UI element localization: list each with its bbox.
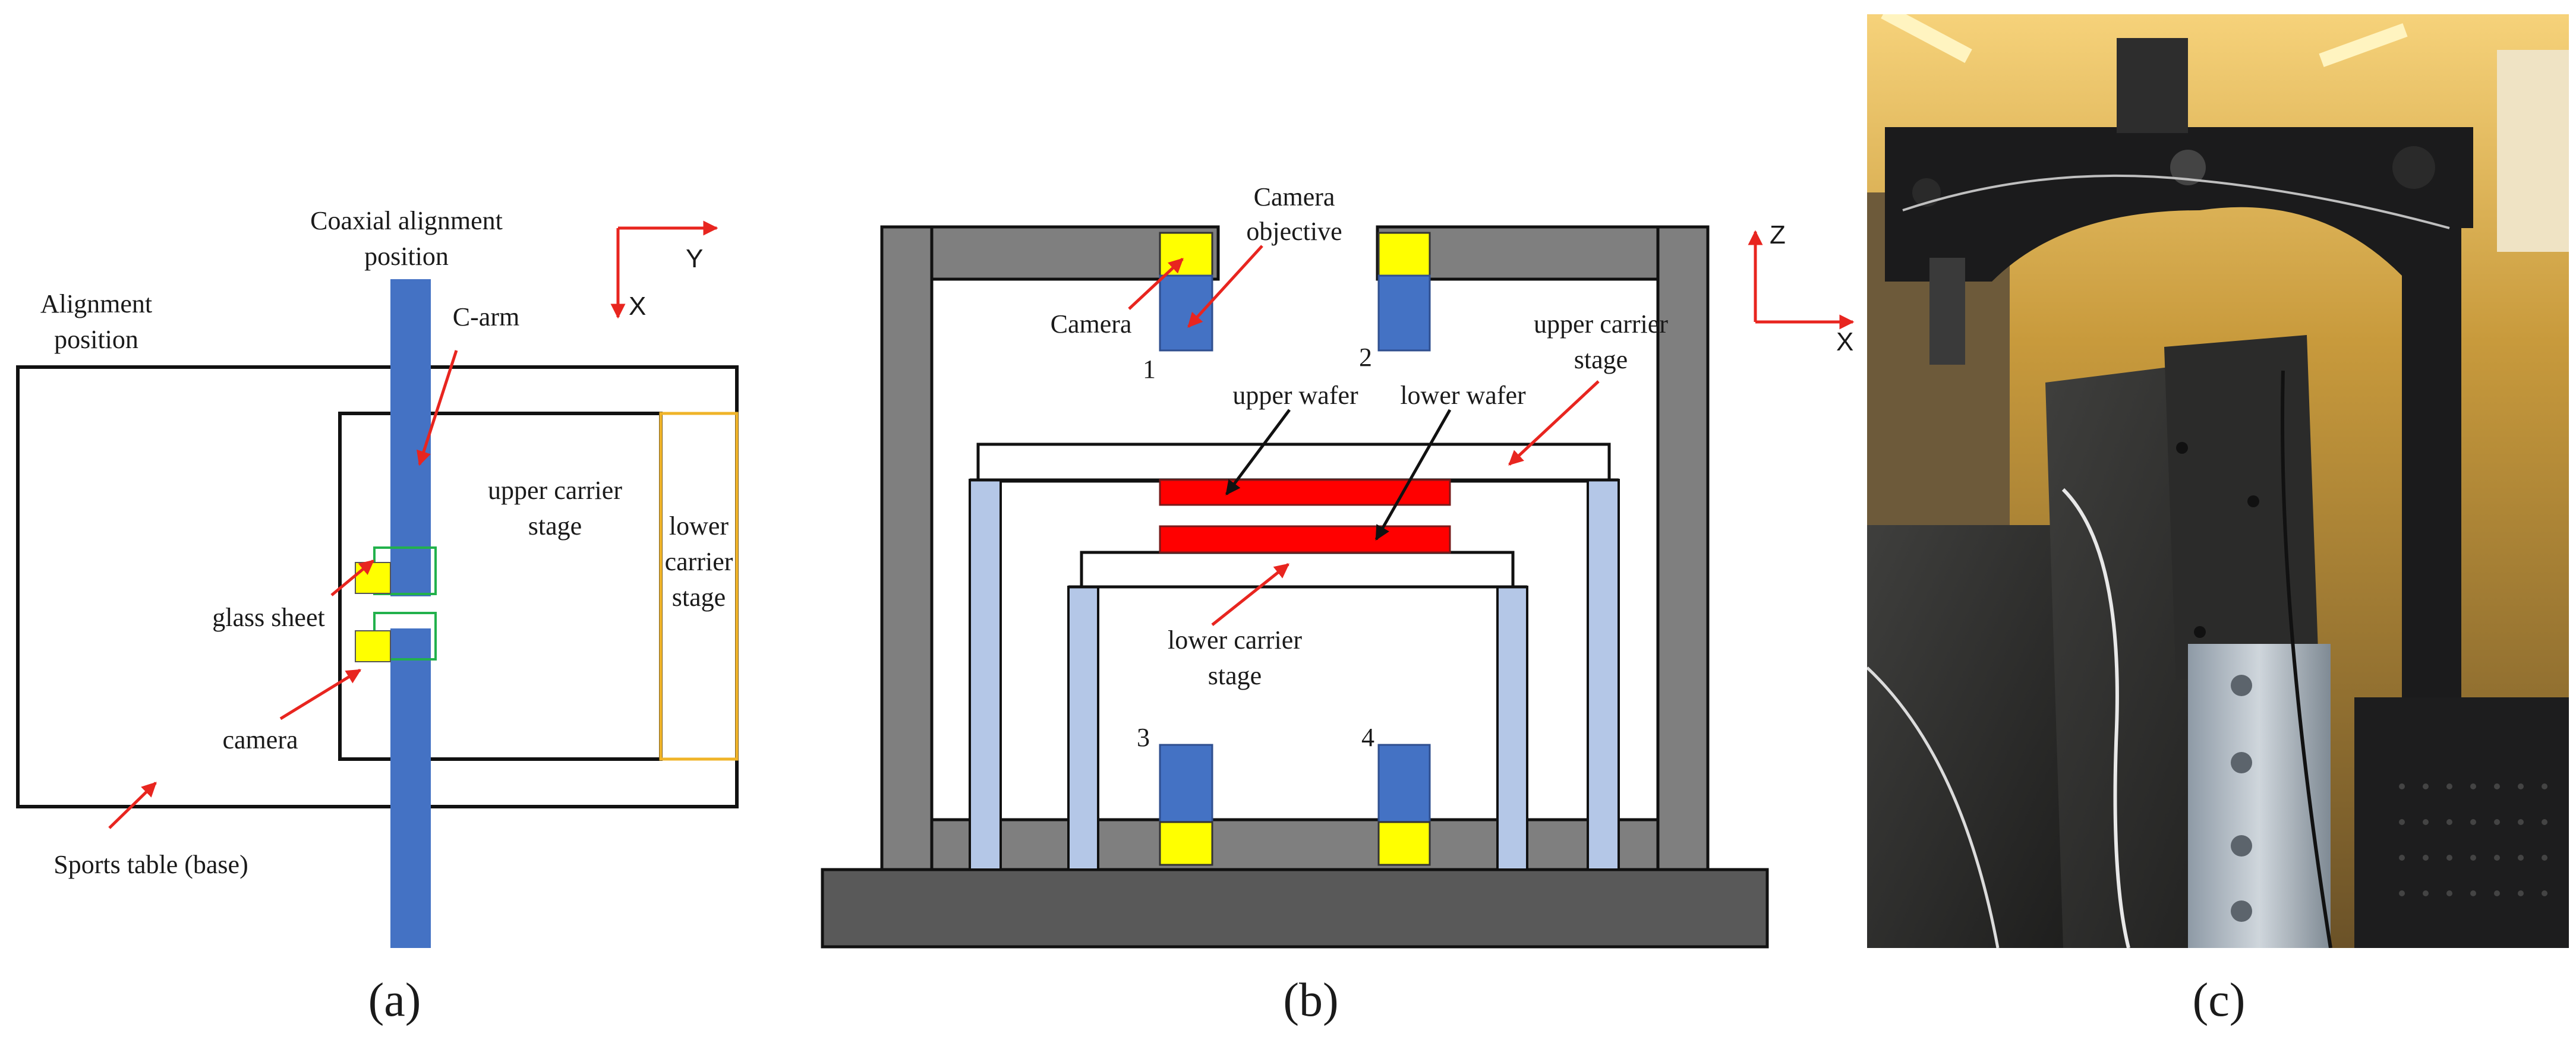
bolt-3 [2231,835,2252,857]
frame-port-1 [2170,150,2206,185]
mount-hole-1 [2176,442,2188,454]
frame-bottom-beam [930,818,1660,871]
caption-b: (b) [1283,974,1338,1026]
optics-mount [2117,38,2188,133]
breadboard-holes [2399,783,2547,896]
arrow-glass-sheet [330,560,374,596]
frame-right-column [1656,225,1710,871]
lower-wafer [1159,525,1451,554]
camera-3-lens [1159,821,1213,866]
lower-carrier-top-plate [1080,551,1515,589]
axis-x-label: X [629,292,646,321]
steel-bracket [2188,644,2331,948]
label-lower-stage-1: lower carrier [1168,625,1302,655]
label-lower-wafer: lower wafer [1400,381,1526,410]
camera-4-lens [1377,821,1431,866]
right-stage [2354,697,2569,948]
arrow-camera [1128,258,1184,310]
label-camera: Camera [1051,309,1132,339]
label-objective-2: objective [1246,217,1342,246]
axis-y-label: Y [686,244,703,273]
ceiling-light-1 [1881,14,1972,64]
optics-barrel [1929,258,1965,365]
label-upper-stage-1: upper carrier [1534,309,1668,339]
white-cable-2 [1867,666,2000,948]
label-cam-2: 2 [1359,343,1372,372]
label-lower-stage-1: lower [669,511,729,541]
label-glass-sheet: glass sheet [212,603,324,632]
upper-carrier-top-plate [976,443,1611,483]
label-base: Sports table (base) [53,850,248,879]
lower-carrier-stage-outline [659,412,739,761]
arrow-upper-stage [1508,380,1600,466]
mount-hole-3 [2247,495,2259,507]
label-coaxial-2: position [364,242,449,271]
granite-block-left [1867,525,2069,948]
panel-a: Y X Coaxial alignment position Alignment… [16,206,739,1026]
lower-carrier-pillar-left [1067,586,1099,871]
label-lower-stage-2: carrier [665,547,733,576]
label-upper-stage-2: stage [1574,345,1628,374]
photo-illustration [1867,14,2569,948]
c-arm-upper-bar [390,279,431,596]
upper-carrier-pillar-right [1587,479,1620,871]
arrow-upper-wafer [1225,409,1291,496]
axis-z-label: Z [1770,220,1786,249]
label-lower-stage-3: stage [672,583,726,612]
camera-lower [355,630,391,662]
camera-1-body [1159,274,1213,352]
arrow-camera [279,668,362,720]
granite-block-front [2164,335,2319,680]
frame-cable [1902,174,2450,229]
label-upper-stage-1: upper carrier [488,476,622,505]
caption-a: (a) [368,974,421,1026]
camera-2-lens [1377,232,1431,277]
label-objective-1: Camera [1254,182,1335,211]
label-upper-stage-2: stage [528,511,582,541]
label-alignment-1: Alignment [40,289,152,318]
camera-2-body [1377,274,1431,352]
frame-left-column [880,225,934,871]
axis-x-label: X [1836,327,1853,356]
label-camera: camera [223,725,298,754]
panel-c-photo [1867,14,2569,948]
label-cam-1: 1 [1143,355,1156,384]
arrow-lower-wafer [1374,409,1452,541]
bolt-2 [2231,752,2252,773]
caption-c: (c) [2193,974,2246,1026]
mount-hole-2 [2194,626,2206,638]
arrow-base [108,782,157,829]
arrow-lower-stage [1211,563,1289,626]
ceiling-light-2 [2319,23,2408,67]
camera-3-body [1159,744,1213,823]
window-right [2497,50,2569,252]
camera-upper [355,562,391,594]
black-cable [2281,370,2332,948]
base-plate [821,868,1769,949]
label-c-arm: C-arm [453,302,519,331]
frame-port-2 [2392,146,2435,189]
camera-4-body [1377,744,1431,823]
bolt-4 [2231,900,2252,922]
label-alignment-2: position [54,325,138,354]
bolt-1 [2231,675,2252,696]
c-arm-lower-bar [390,628,431,948]
label-lower-stage-2: stage [1208,661,1262,690]
white-cable-1 [2061,488,2130,948]
panel-b: Z X Camera objective Camera 1 2 3 4 uppe… [821,182,1855,1026]
arrow-objective [1187,245,1263,328]
camera-1-lens [1159,232,1213,277]
label-coaxial-1: Coaxial alignment [310,206,503,235]
label-upper-wafer: upper wafer [1232,381,1358,410]
label-cam-4: 4 [1361,723,1374,752]
upper-carrier-pillar-left [969,479,1002,871]
lower-carrier-pillar-right [1496,586,1528,871]
label-cam-3: 3 [1137,723,1150,752]
arrow-c-arm [417,350,458,466]
